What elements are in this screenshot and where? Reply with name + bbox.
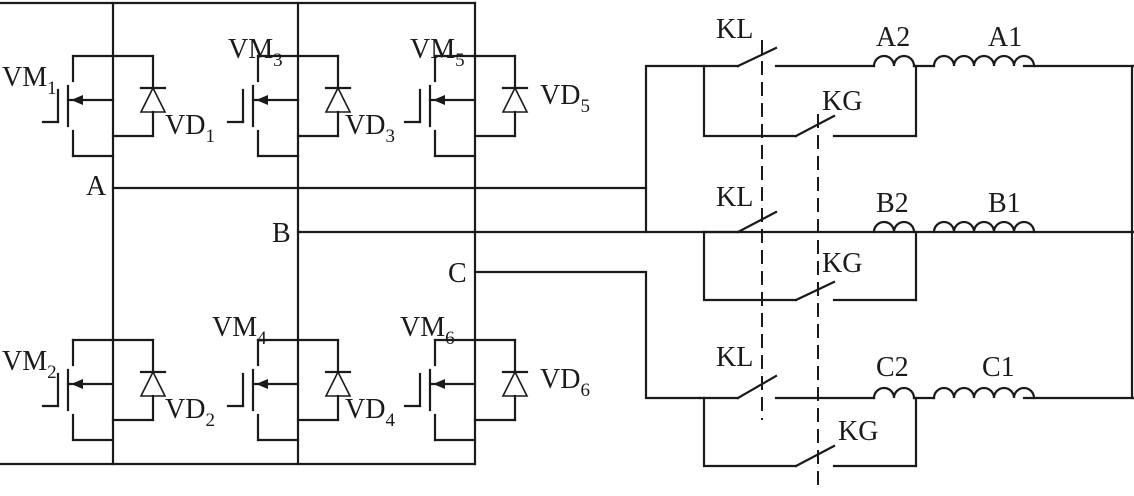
phase-c-winding-group	[698, 374, 1134, 468]
winding-b1-label: B1	[988, 188, 1021, 219]
mosfet-symbol	[403, 54, 477, 158]
mosfet-symbol	[41, 338, 115, 442]
vm1-label: VM1	[2, 62, 57, 99]
contactor-linkages	[761, 40, 819, 492]
diode-symbol	[111, 338, 167, 422]
mosfet-symbol	[403, 338, 477, 442]
kl-c-label: KL	[716, 342, 753, 373]
vm3-label: VM3	[228, 34, 283, 71]
switch-cell-vm1	[41, 54, 167, 158]
kg-a-label: KG	[822, 86, 862, 117]
phase-lines	[111, 186, 1134, 400]
switch-cell-vm6	[403, 338, 529, 442]
winding-c2-label: C2	[876, 352, 909, 383]
node-a-label: A	[86, 171, 107, 202]
kl-b-label: KL	[716, 182, 753, 213]
node-b-label: B	[272, 218, 291, 249]
vd2-label: VD2	[165, 394, 215, 431]
diode-symbol	[473, 54, 529, 138]
switch-cell-vm4	[226, 338, 352, 442]
vd6-label: VD6	[540, 364, 590, 401]
vm4-label: VM4	[212, 312, 267, 349]
vm6-label: VM6	[400, 312, 455, 349]
diode-symbol	[296, 54, 352, 138]
vd3-label: VD3	[345, 110, 395, 147]
phase-a-winding-group	[644, 46, 1134, 190]
diode-symbol	[296, 338, 352, 422]
switch-cell-vm5	[403, 54, 529, 158]
switch-cell-vm3	[226, 54, 352, 158]
vm5-label: VM5	[410, 34, 465, 71]
phase-b-winding-group	[702, 210, 1036, 302]
mosfet-symbol	[41, 54, 115, 158]
vd4-label: VD4	[345, 394, 395, 431]
vd5-label: VD5	[540, 80, 590, 117]
dc-rails	[0, 1, 477, 466]
diode-symbol	[111, 54, 167, 138]
vd1-label: VD1	[165, 110, 215, 147]
kg-c-label: KG	[838, 416, 878, 447]
kl-a-label: KL	[716, 14, 753, 45]
winding-b2-label: B2	[876, 188, 909, 219]
mosfet-symbol	[226, 338, 300, 442]
vm2-label: VM2	[2, 346, 57, 383]
winding-c1-label: C1	[982, 352, 1015, 383]
switch-cell-vm2	[41, 338, 167, 442]
diode-symbol	[473, 338, 529, 422]
node-c-label: C	[448, 258, 467, 289]
winding-a2-label: A2	[876, 22, 910, 53]
kg-b-label: KG	[822, 248, 862, 279]
mosfet-symbol	[226, 54, 300, 158]
winding-a1-label: A1	[988, 22, 1022, 53]
